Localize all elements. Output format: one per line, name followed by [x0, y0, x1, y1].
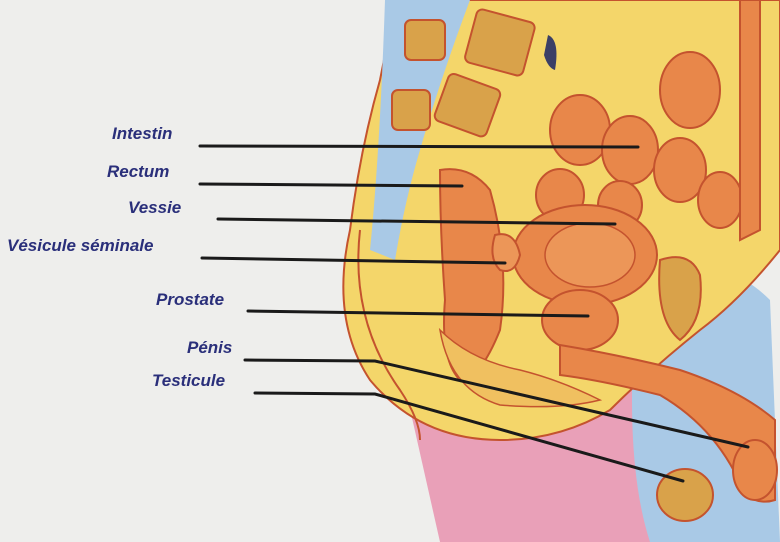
leader-line-rectum: [200, 184, 462, 186]
label-vesicule: Vésicule séminale: [7, 236, 153, 256]
label-testicule: Testicule: [152, 371, 225, 391]
glans-shape: [733, 440, 777, 500]
label-rectum: Rectum: [107, 162, 169, 182]
leader-line-intestin: [200, 146, 638, 147]
prostate-shape: [542, 290, 618, 350]
vertebra: [405, 20, 445, 60]
label-vessie: Vessie: [128, 198, 181, 218]
label-penis: Pénis: [187, 338, 232, 358]
label-intestin: Intestin: [112, 124, 172, 144]
bladder-inner: [545, 223, 635, 287]
label-prostate: Prostate: [156, 290, 224, 310]
abdominal-wall: [740, 0, 760, 240]
vertebra: [392, 90, 430, 130]
